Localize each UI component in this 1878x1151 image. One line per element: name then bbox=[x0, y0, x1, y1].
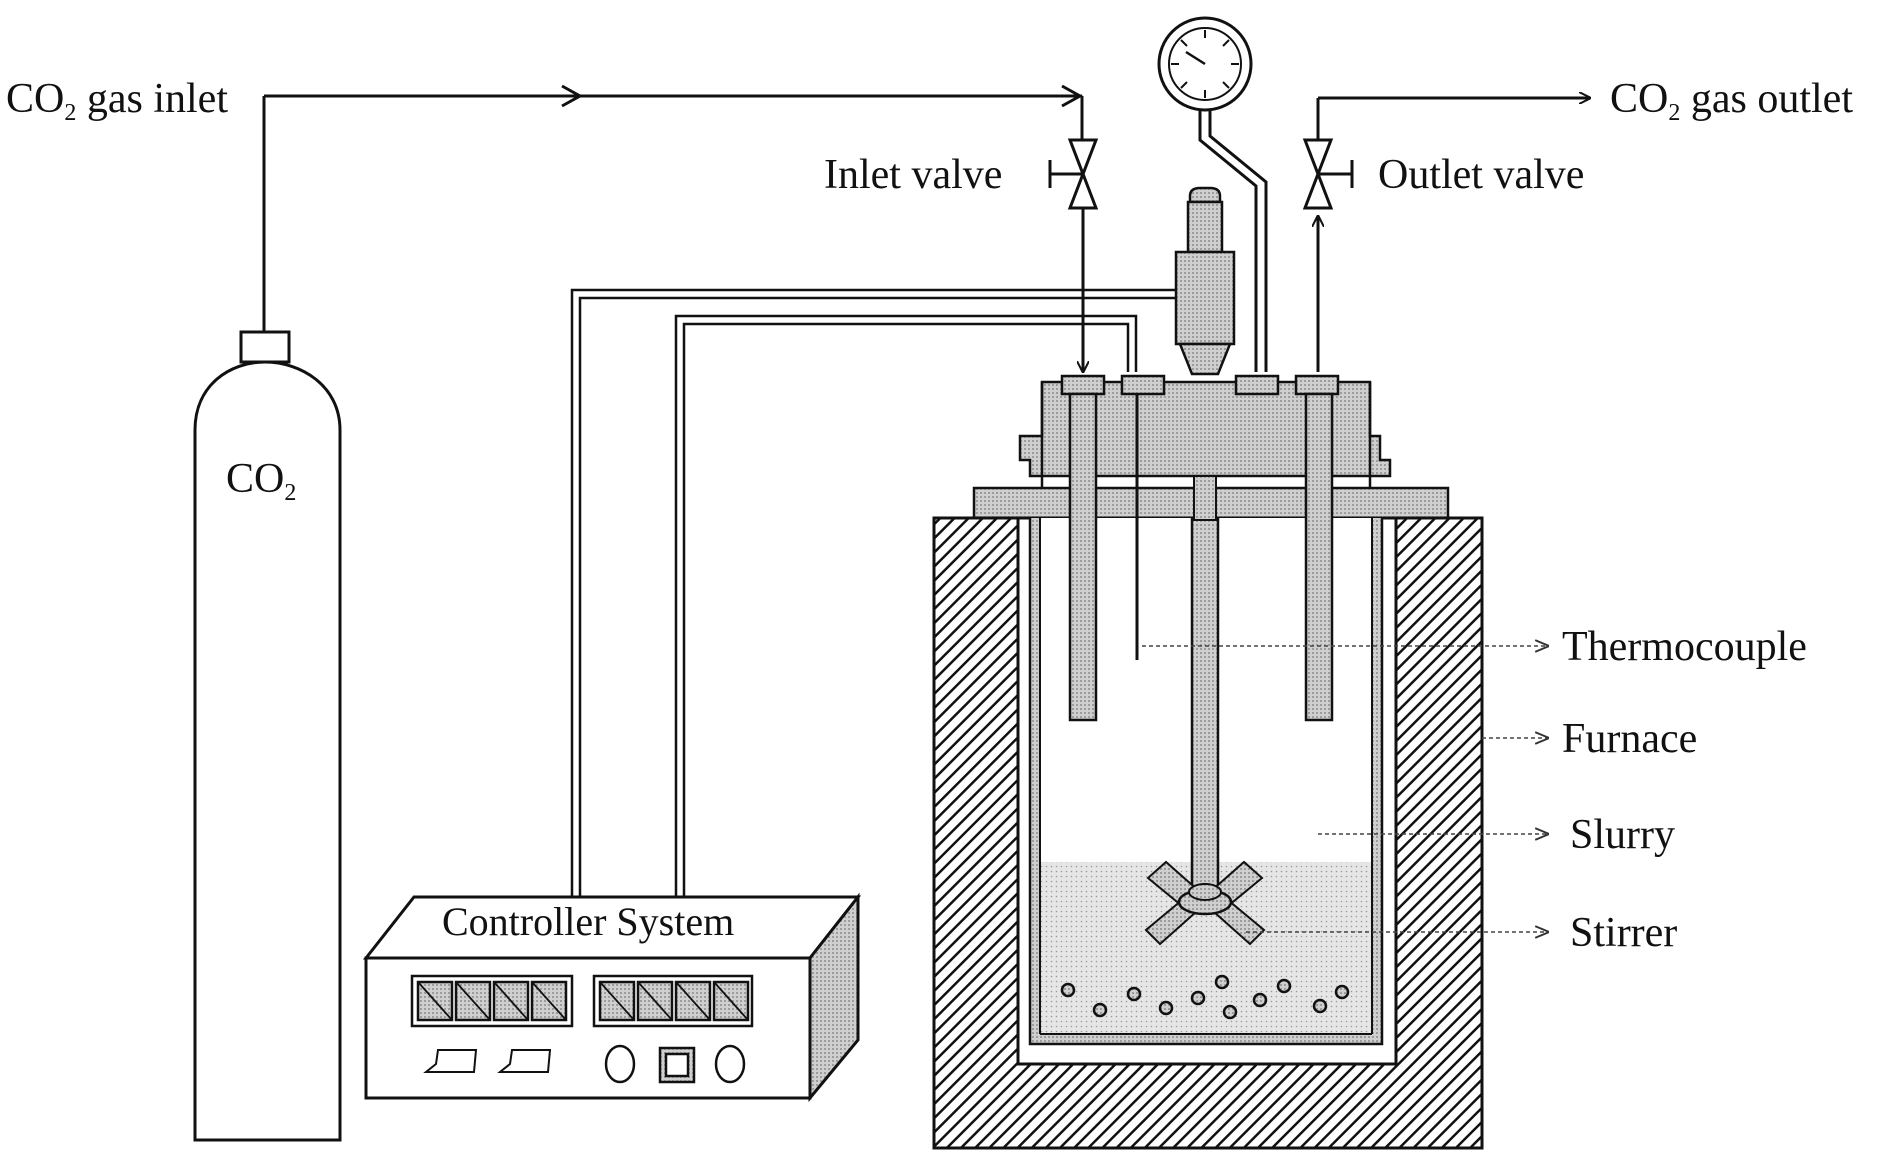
outlet-dip-tube bbox=[1306, 394, 1332, 720]
inlet-valve-label: Inlet valve bbox=[824, 154, 1002, 196]
controller-display-right bbox=[594, 976, 752, 1026]
thermocouple-label: Thermocouple bbox=[1562, 626, 1807, 668]
outlet-valve-label: Outlet valve bbox=[1378, 154, 1584, 196]
inlet-dip-tube bbox=[1070, 394, 1096, 720]
stirrer-motor bbox=[1176, 188, 1234, 374]
inlet-valve bbox=[1050, 140, 1096, 208]
furnace-label: Furnace bbox=[1562, 718, 1697, 760]
gas-inlet-line bbox=[264, 96, 1082, 332]
co2-cylinder bbox=[195, 332, 340, 1140]
stirrer-label: Stirrer bbox=[1570, 912, 1677, 954]
gas-inlet-label: CO2 gas inlet bbox=[6, 78, 228, 120]
controller-label: Controller System bbox=[442, 902, 734, 942]
gas-outlet-line bbox=[1318, 98, 1590, 372]
slurry-label: Slurry bbox=[1570, 814, 1675, 856]
outlet-valve bbox=[1305, 140, 1352, 208]
cylinder-label: CO2 bbox=[226, 458, 296, 500]
controller-knobs bbox=[606, 1046, 744, 1082]
gas-outlet-label: CO2 gas outlet bbox=[1610, 78, 1853, 120]
controller-display-left bbox=[412, 976, 572, 1026]
